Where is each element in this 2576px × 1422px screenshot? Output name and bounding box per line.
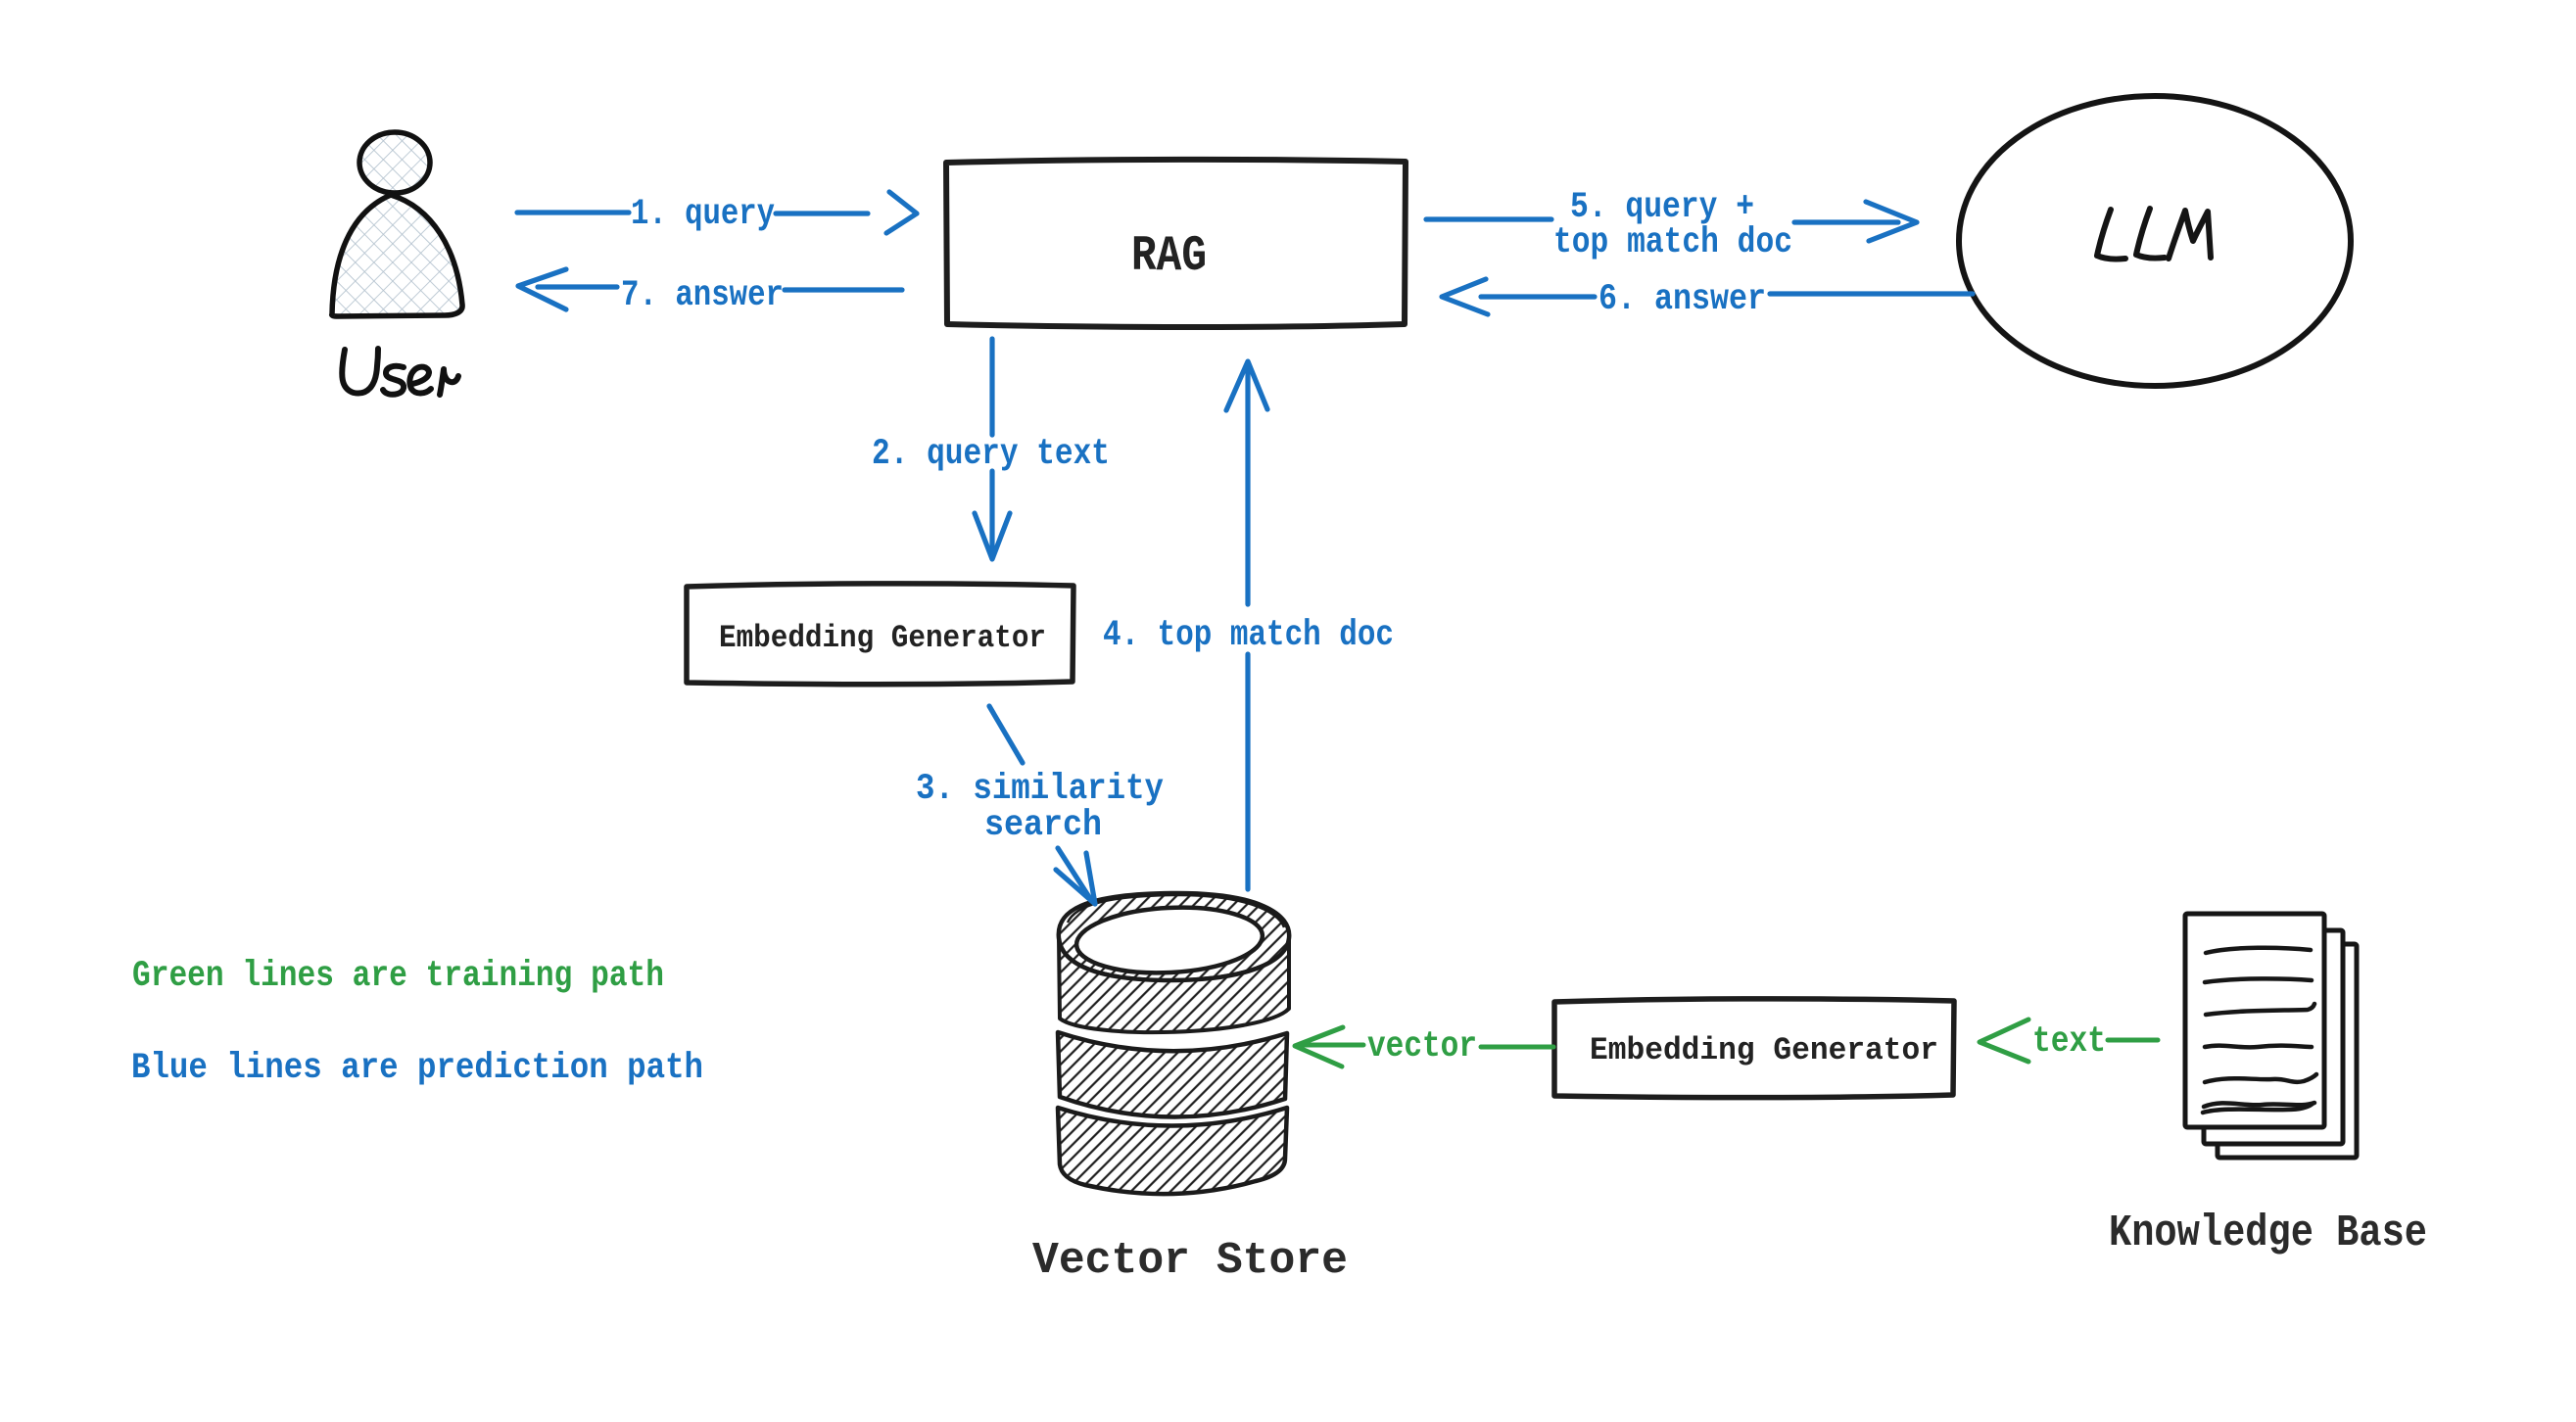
svg-text:6. answer: 6. answer — [1598, 278, 1766, 320]
svg-text:4. top match doc: 4. top match doc — [1103, 614, 1394, 656]
svg-text:vector: vector — [1367, 1025, 1477, 1067]
svg-text:Knowledge Base: Knowledge Base — [2109, 1209, 2427, 1258]
svg-text:Embedding Generator: Embedding Generator — [1590, 1032, 1938, 1068]
svg-text:Green lines are training path: Green lines are training path — [132, 955, 664, 997]
svg-text:Blue lines are prediction path: Blue lines are prediction path — [131, 1047, 703, 1089]
svg-text:3. similarity: 3. similarity — [916, 768, 1164, 810]
svg-text:5. query +: 5. query + — [1570, 186, 1754, 228]
svg-text:RAG: RAG — [1131, 229, 1207, 285]
svg-text:2. query text: 2. query text — [872, 433, 1110, 475]
svg-text:Embedding Generator: Embedding Generator — [719, 620, 1046, 656]
svg-text:search: search — [984, 804, 1102, 846]
svg-text:text: text — [2032, 1020, 2106, 1063]
svg-text:7. answer: 7. answer — [621, 274, 784, 316]
svg-text:Vector Store: Vector Store — [1032, 1236, 1348, 1286]
svg-text:top match doc: top match doc — [1553, 221, 1792, 263]
svg-text:1. query: 1. query — [631, 193, 775, 235]
